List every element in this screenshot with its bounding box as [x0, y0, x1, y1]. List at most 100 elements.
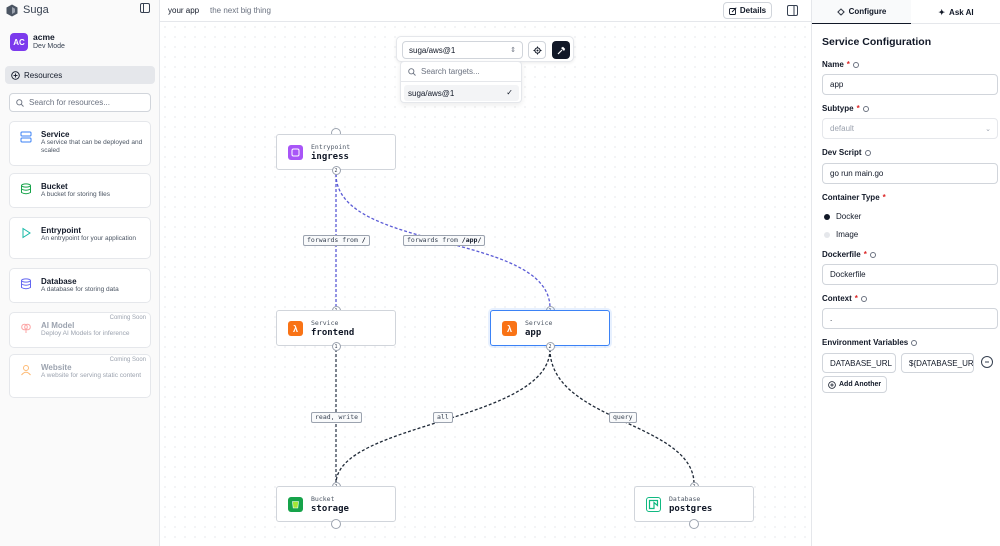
- card-title: Database: [41, 277, 77, 286]
- subtype-label-text: Subtype: [822, 104, 854, 113]
- panel-toggle-icon[interactable]: [787, 5, 798, 16]
- coming-soon-badge: Coming Soon: [109, 357, 146, 363]
- sidebar-toggle-icon[interactable]: [140, 3, 150, 13]
- target-search-input[interactable]: Search targets...: [401, 62, 521, 82]
- edge-label: forwards from /app/: [403, 235, 486, 246]
- required-mark: *: [846, 60, 850, 69]
- node-port[interactable]: [689, 519, 699, 529]
- node-port[interactable]: 2: [331, 166, 341, 175]
- env-key-input[interactable]: DATABASE_URL: [822, 353, 896, 373]
- node-storage[interactable]: Bucket storage: [276, 486, 396, 522]
- info-icon: [911, 339, 918, 346]
- devscript-input[interactable]: go run main.go: [822, 163, 998, 184]
- context-label: Context*: [822, 294, 867, 303]
- tab-configure-label: Configure: [848, 7, 887, 16]
- node-port[interactable]: 2: [545, 342, 555, 351]
- card-title: Entrypoint: [41, 226, 81, 235]
- nav-resources[interactable]: Resources: [5, 66, 155, 84]
- edge-label-text: query: [613, 413, 633, 421]
- info-icon: [852, 61, 859, 68]
- app-tagline: the next big thing: [210, 6, 271, 15]
- build-button[interactable]: [552, 41, 570, 59]
- edge-label: forwards from /: [303, 235, 370, 246]
- tab-ask-ai[interactable]: ✦ Ask AI: [911, 0, 1000, 24]
- edge-label-route: /: [361, 236, 366, 244]
- entrypoint-icon: [288, 145, 303, 160]
- dockerfile-label: Dockerfile*: [822, 250, 876, 259]
- card-desc: A service that can be deployed and scale…: [41, 139, 143, 154]
- org-mode: Dev Mode: [33, 43, 65, 50]
- radio-image[interactable]: Image: [824, 230, 858, 239]
- chevron-down-icon: ⌄: [985, 126, 991, 133]
- node-port[interactable]: [331, 519, 341, 529]
- devscript-label-text: Dev Script: [822, 148, 862, 157]
- edge-label: read, write: [311, 412, 363, 423]
- lambda-icon: λ: [502, 321, 517, 336]
- env-label-text: Environment Variables: [822, 338, 909, 347]
- required-mark: *: [863, 250, 867, 259]
- coming-soon-badge: Coming Soon: [109, 315, 146, 321]
- gear-icon: [533, 46, 541, 54]
- target-search-placeholder: Search targets...: [421, 67, 480, 76]
- env-value-input[interactable]: ${DATABASE_URL}: [901, 353, 974, 373]
- target-select[interactable]: suga/aws@1 ⇕: [402, 41, 523, 59]
- graph-canvas[interactable]: forwards from / forwards from /app/ read…: [160, 22, 811, 546]
- minus-icon: [985, 361, 989, 363]
- resource-card-ai-model: Coming Soon AI Model Deploy AI Models fo…: [9, 312, 151, 348]
- dockerfile-label-text: Dockerfile: [822, 250, 861, 259]
- lambda-icon: λ: [288, 321, 303, 336]
- bucket-icon: [21, 183, 31, 195]
- resource-card-database[interactable]: Database A database for storing data: [9, 268, 151, 303]
- node-name: postgres: [669, 504, 713, 514]
- node-app[interactable]: λ Service app: [490, 310, 610, 346]
- card-title: Service: [41, 130, 70, 139]
- edit-icon: [728, 6, 737, 15]
- name-input[interactable]: app: [822, 74, 998, 95]
- resource-search-input[interactable]: Search for resources...: [9, 93, 151, 112]
- radio-selected-dot: [824, 213, 830, 220]
- sidebar: Suga AC acme Dev Mode Resources Search f…: [0, 0, 160, 546]
- resource-card-bucket[interactable]: Bucket A bucket for storing files: [9, 173, 151, 208]
- target-toolbar: suga/aws@1 ⇕: [396, 36, 574, 62]
- info-icon: [860, 295, 867, 302]
- play-icon: [22, 227, 31, 239]
- target-dropdown: Search targets... suga/aws@1 ✓: [400, 61, 522, 103]
- context-label-text: Context: [822, 294, 852, 303]
- remove-env-button[interactable]: [981, 356, 993, 368]
- node-ingress[interactable]: Entrypoint ingress: [276, 134, 396, 170]
- resource-card-entrypoint[interactable]: Entrypoint An entrypoint for your applic…: [9, 217, 151, 259]
- name-label-text: Name: [822, 60, 844, 69]
- server-icon: [20, 131, 32, 143]
- info-icon: [864, 149, 871, 156]
- target-settings-button[interactable]: [528, 41, 546, 59]
- edge-label: all: [433, 412, 453, 423]
- node-type: Database: [669, 495, 701, 503]
- search-icon: [408, 67, 416, 76]
- user-icon: [21, 365, 31, 376]
- target-option[interactable]: suga/aws@1 ✓: [404, 85, 519, 101]
- context-input[interactable]: .: [822, 308, 998, 329]
- edge-label-text: forwards from: [307, 236, 362, 244]
- dockerfile-input[interactable]: Dockerfile: [822, 264, 998, 285]
- node-frontend[interactable]: λ Service frontend: [276, 310, 396, 346]
- required-mark: *: [882, 193, 886, 202]
- edge-label-text: read, write: [315, 413, 359, 421]
- resource-card-service[interactable]: Service A service that can be deployed a…: [9, 121, 151, 166]
- org-switcher[interactable]: AC acme Dev Mode: [10, 33, 65, 51]
- node-port[interactable]: 1: [331, 342, 341, 351]
- container-type-label-text: Container Type: [822, 193, 880, 202]
- brand[interactable]: Suga: [6, 2, 49, 18]
- radio-docker-label: Docker: [836, 212, 862, 221]
- subtype-label: Subtype*: [822, 104, 869, 113]
- name-label: Name*: [822, 60, 859, 69]
- plus-circle-icon: [828, 380, 836, 389]
- edge-label: query: [609, 412, 637, 423]
- node-name: storage: [311, 504, 349, 514]
- details-button[interactable]: Details: [723, 2, 772, 19]
- add-env-button[interactable]: Add Another: [822, 376, 888, 393]
- app-name[interactable]: your app: [168, 6, 200, 15]
- tab-configure[interactable]: Configure: [812, 0, 911, 24]
- node-postgres[interactable]: Database postgres: [634, 486, 754, 522]
- add-env-label: Add Another: [839, 381, 882, 388]
- radio-docker[interactable]: Docker: [824, 212, 861, 221]
